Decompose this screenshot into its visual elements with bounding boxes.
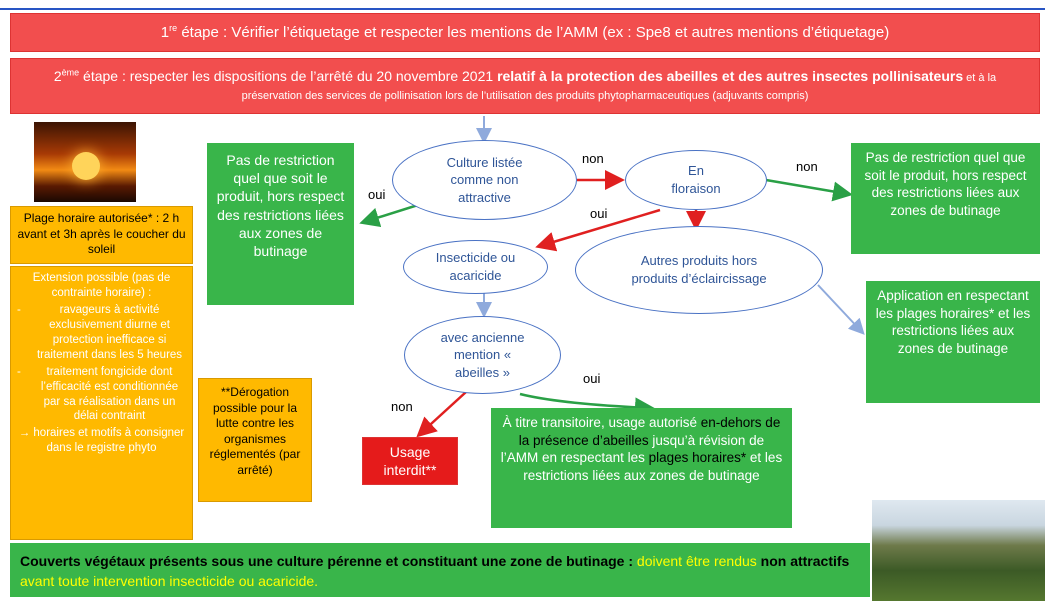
extension-item-1: -ravageurs à activité exclusivement diur… (17, 303, 183, 361)
node-insecticide: Insecticide ou acaricide (403, 240, 548, 294)
node-floraison: En floraison (625, 150, 767, 210)
box-transitoire: À titre transitoire, usage autorisé en-d… (491, 408, 792, 528)
extension-title: Extension possible (pas de contrainte ho… (32, 272, 171, 299)
arrow-culture-to-left-box (359, 203, 419, 228)
label-non-floraison: non (796, 159, 818, 174)
label-oui-mention: oui (583, 371, 601, 386)
arrow-mention-to-interdit (416, 391, 467, 438)
arrow-autres-to-application (817, 284, 865, 335)
box-usage-interdit: Usage interdit** (362, 437, 458, 485)
step1-banner: 1re étape : Vérifier l’étiquetage et res… (10, 13, 1040, 52)
arrow-mention-to-transitoire (519, 392, 655, 418)
step2-text-a: étape : respecter les dispositions de l’… (79, 68, 498, 84)
node-culture-attractive: Culture listée comme non attractive (392, 140, 577, 220)
step2-text-b: relatif à la protection des abeilles et … (497, 68, 964, 84)
step2-banner: 2ème étape : respecter les dispositions … (10, 58, 1040, 114)
box-plage-horaire: Plage horaire autorisée* : 2 h avant et … (10, 206, 193, 264)
box-extension: Extension possible (pas de contrainte ho… (10, 266, 193, 540)
step2-sup: ème (61, 67, 80, 78)
label-non-mention: non (391, 399, 413, 414)
step1-text: étape : Vérifier l’étiquetage et respect… (177, 23, 890, 41)
box-application: Application en respectant les plages hor… (866, 281, 1040, 403)
extension-note: → horaires et motifs à consigner dans le… (18, 427, 185, 455)
sun-icon (72, 152, 100, 180)
label-oui-culture: oui (368, 187, 386, 202)
step1-number: 1 (160, 23, 170, 41)
node-mention-abeilles: avec ancienne mention « abeilles » (404, 316, 561, 394)
top-border (0, 0, 1045, 10)
footer-banner: Couverts végétaux présents sous une cult… (10, 543, 870, 597)
arrow-floraison-to-right-box (765, 178, 853, 202)
step1-sup: re (169, 22, 178, 33)
vineyard-image (872, 500, 1045, 601)
box-no-restriction-left: Pas de restriction quel que soit le prod… (207, 143, 354, 305)
label-non-culture: non (582, 151, 604, 166)
sunset-image (34, 122, 136, 202)
step2-text-c: et à la préservation des services de pol… (241, 72, 997, 103)
arrow-floraison-to-insecticide (535, 208, 661, 252)
extension-item-2: -traitement fongicide dont l’efficacité … (17, 365, 179, 423)
node-autres-produits: Autres produits hors produits d’éclairci… (575, 226, 823, 314)
step2-number: 2 (53, 68, 62, 84)
box-no-restriction-right: Pas de restriction quel que soit le prod… (851, 143, 1040, 254)
box-derogation: **Dérogation possible pour la lutte cont… (198, 378, 312, 502)
label-oui-floraison: oui (590, 206, 608, 221)
